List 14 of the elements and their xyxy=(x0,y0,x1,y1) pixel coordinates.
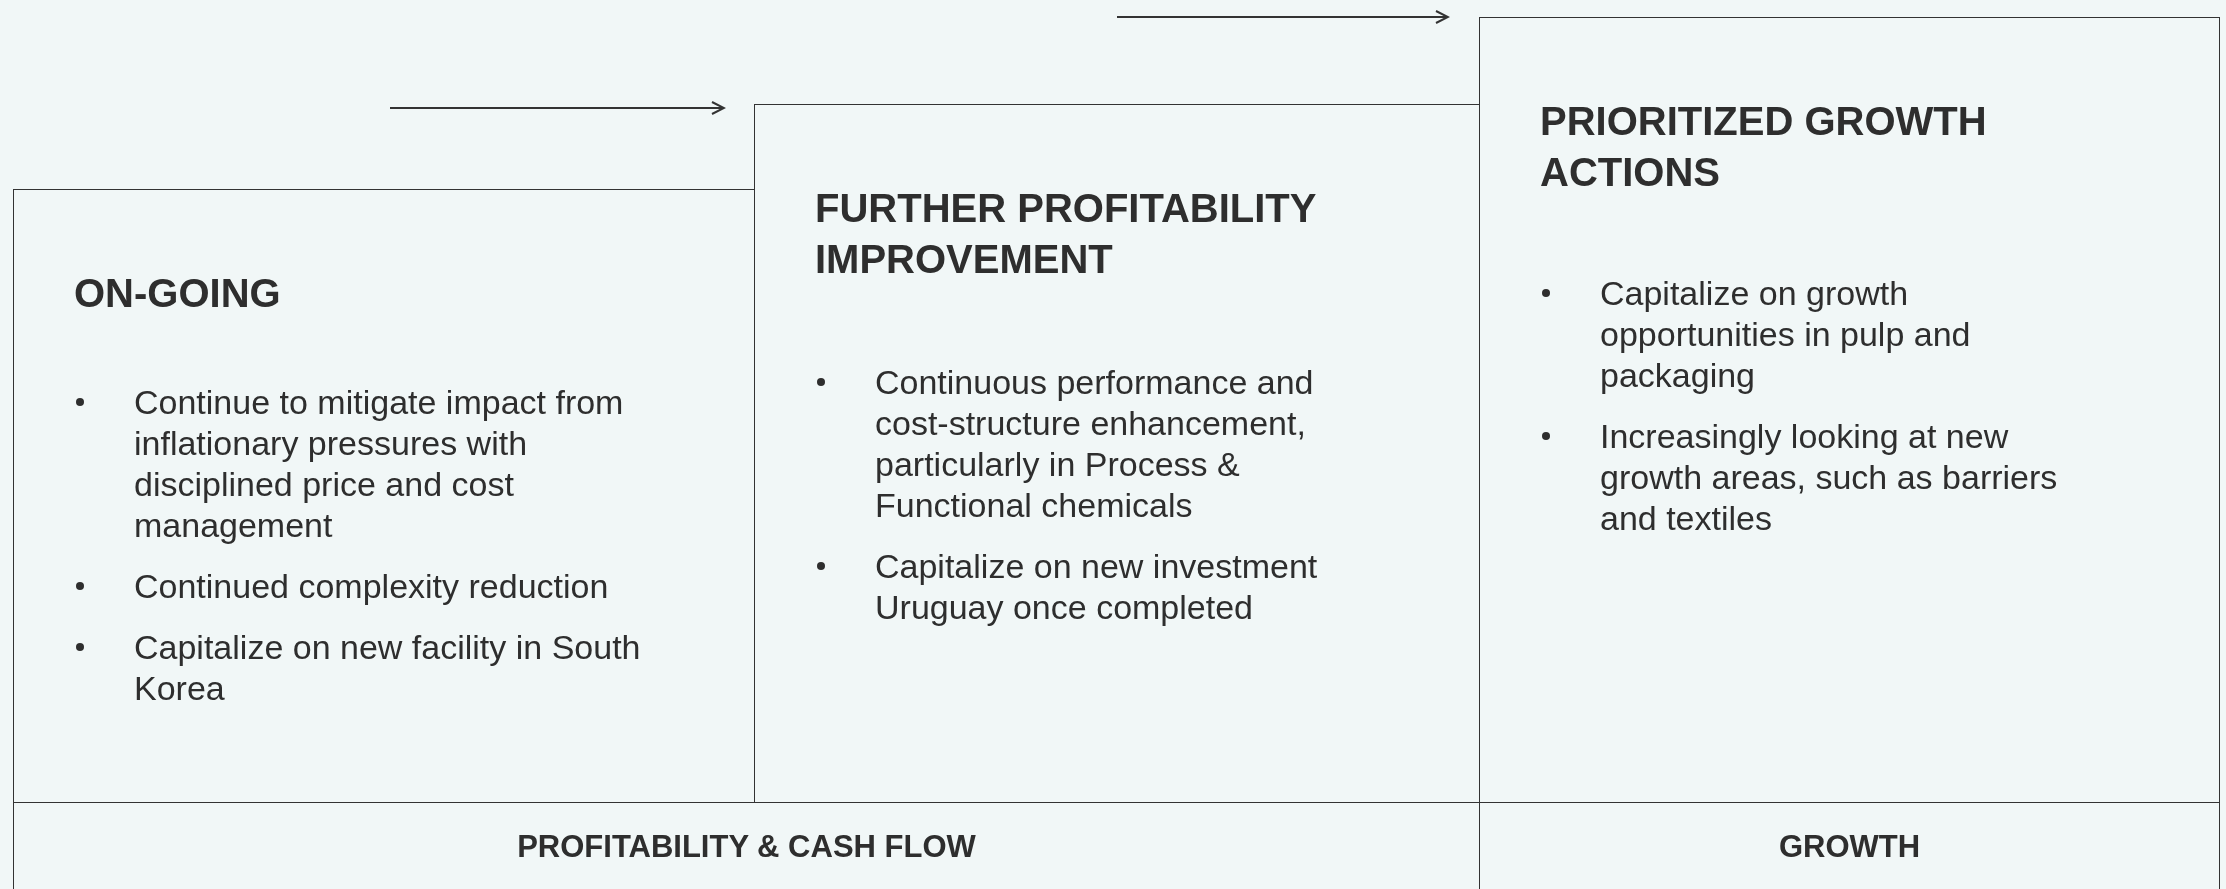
bullet-text: Continuous performance and cost-structure enhancement, particularly in Process & Functional chemicals xyxy=(875,363,1314,524)
stage-panel xyxy=(13,189,755,803)
panel-heading: FURTHER PROFITABILITY IMPROVEMENT xyxy=(815,185,1317,283)
bullet-text: Capitalize on new investment Uruguay once completed xyxy=(875,547,1318,626)
bullet-text: Continue to mitigate impact from inflationary pressures with disciplined price and cost management xyxy=(134,383,624,544)
panel-heading: PRIORITIZED GROWTH ACTIONS xyxy=(1540,98,1988,196)
bullet-text: Capitalize on new facility in South Korea xyxy=(134,628,641,707)
bullet-text: Continued complexity reduction xyxy=(134,567,609,605)
bullet-text: Increasingly looking at new growth areas, such as barriers and textiles xyxy=(1600,417,2058,537)
band-label: PROFITABILITY & CASH FLOW xyxy=(517,829,976,865)
band-label: GROWTH xyxy=(1778,829,1921,865)
bullet-text: Capitalize on growth opportunities in pulp and packaging xyxy=(1600,274,1971,394)
stage-panel xyxy=(1479,17,2220,803)
panel-heading: ON-GOING xyxy=(74,270,282,317)
